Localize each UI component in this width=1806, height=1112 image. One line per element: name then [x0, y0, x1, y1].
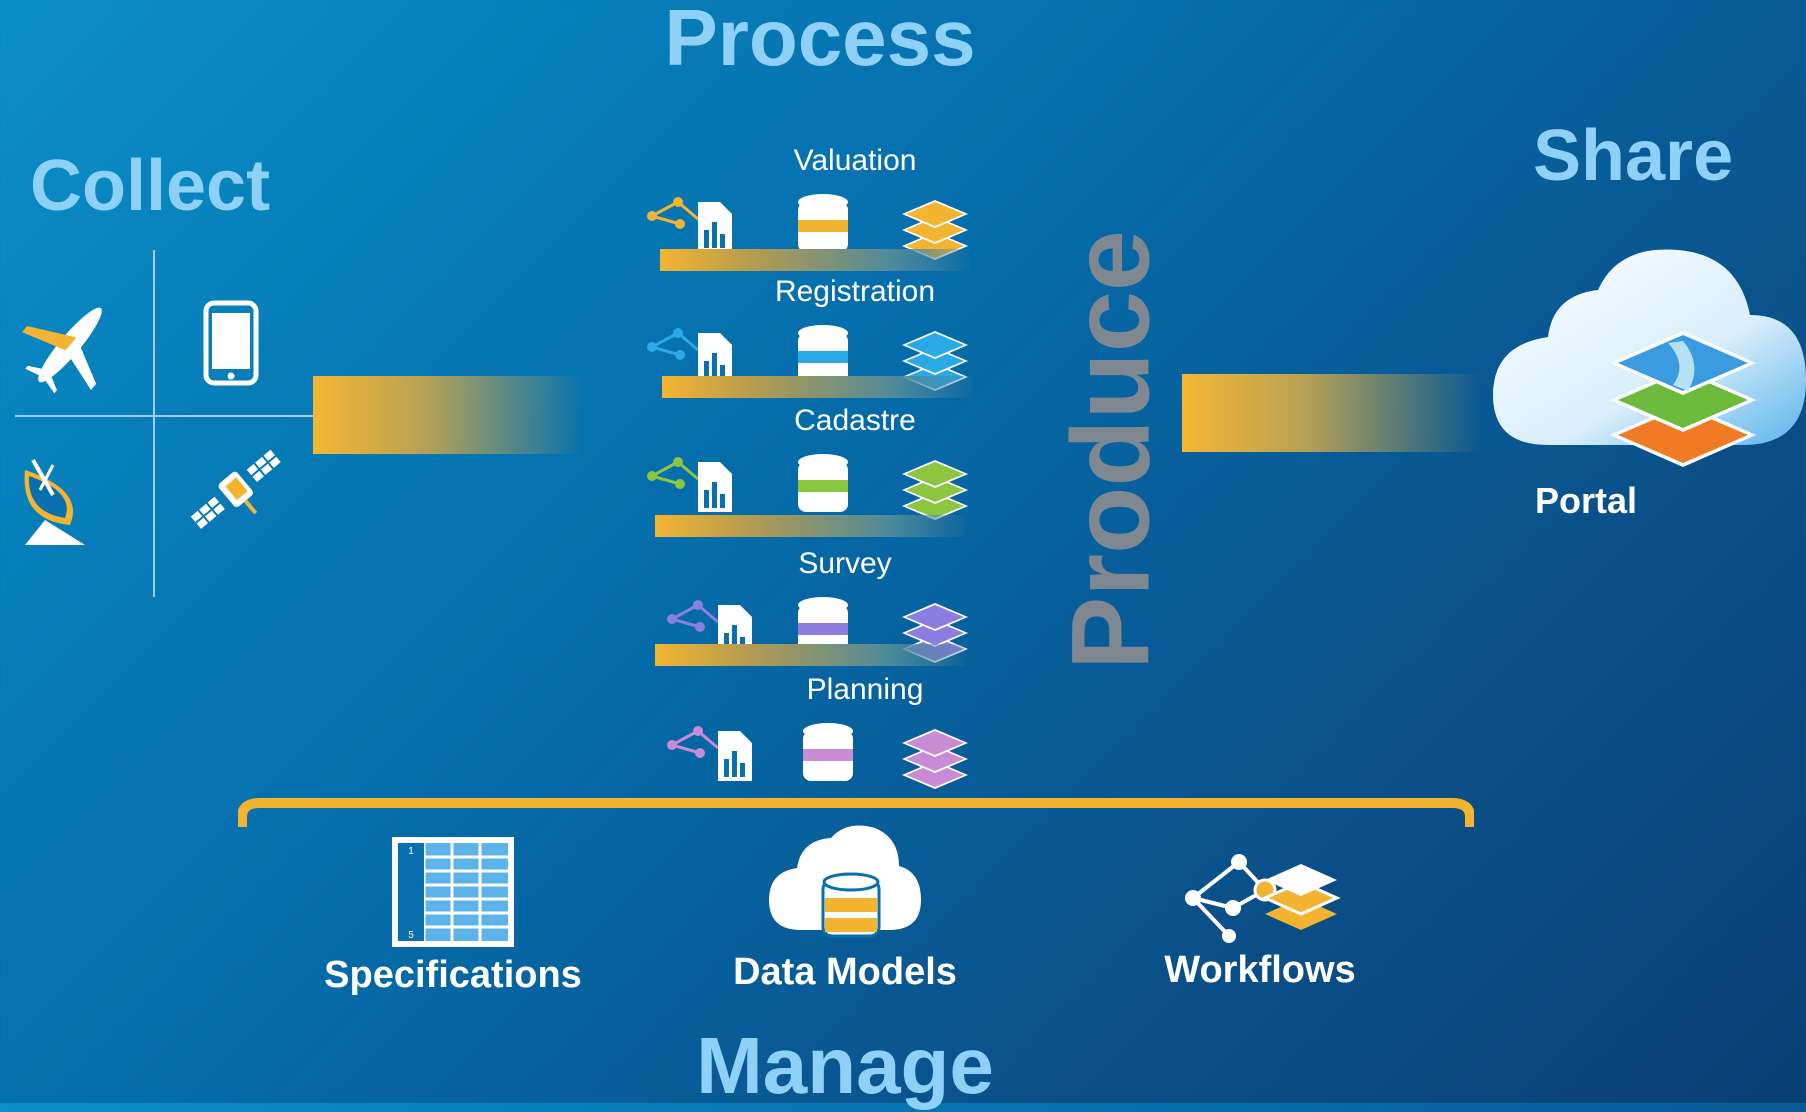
process-row-divider [655, 515, 965, 537]
process-row-divider [655, 644, 965, 666]
grid-divider-horizontal [15, 415, 315, 417]
map-layers-icon [902, 460, 968, 520]
manage-heading: Manage [696, 1021, 994, 1110]
process-row-label: Valuation [793, 144, 917, 177]
database-icon [803, 723, 853, 781]
mobile-phone-icon [203, 300, 259, 386]
process-row-label: Cadastre [794, 404, 916, 437]
manage-item-data-models: Data Models [710, 820, 980, 994]
manage-label: Specifications [324, 954, 582, 996]
valuation-icons [647, 194, 968, 260]
produce-to-share-arrow [1182, 374, 1482, 452]
network-report-icon [647, 457, 732, 512]
grid-divider-vertical [153, 250, 155, 597]
process-row-divider [662, 376, 972, 398]
process-row-divider [660, 249, 970, 271]
share-heading: Share [1533, 116, 1734, 196]
manage-label: Data Models [733, 951, 957, 993]
satellite-dish-icon [24, 459, 85, 545]
cadastre-icons [647, 454, 968, 520]
process-row-valuation: Valuation [640, 144, 980, 266]
process-row-cadastre: Cadastre [640, 404, 980, 526]
process-row-label: Planning [806, 673, 924, 706]
process-heading: Process [664, 0, 976, 82]
map-layers-icon [1610, 331, 1756, 467]
database-icon [798, 325, 848, 383]
process-row-planning: Planning [640, 673, 980, 795]
network-report-icon [647, 328, 732, 383]
svg-text:5: 5 [408, 930, 414, 941]
map-layers-icon [902, 729, 968, 789]
process-row-label: Registration [774, 275, 936, 308]
network-report-icon [647, 197, 732, 252]
airplane-icon [22, 307, 102, 394]
collect-to-process-arrow [313, 376, 585, 454]
manage-item-specifications: 1 5 Specifications [318, 835, 588, 997]
portal-cloud-icon [1493, 249, 1806, 467]
workflow-layers-icon [1185, 854, 1341, 943]
database-icon [798, 194, 848, 252]
collect-sources-grid [15, 250, 315, 600]
manage-label: Workflows [1164, 949, 1356, 991]
manage-item-workflows: Workflows [1125, 850, 1395, 992]
svg-text:1: 1 [408, 846, 414, 857]
produce-label: Produce [1049, 229, 1173, 671]
planning-icons [667, 723, 968, 789]
collect-heading: Collect [30, 146, 271, 226]
database-icon [798, 454, 848, 512]
cloud-database-icon [769, 825, 921, 938]
spreadsheet-icon: 1 5 [392, 837, 514, 947]
portal-label: Portal [1535, 480, 1638, 521]
process-row-label: Survey [798, 547, 892, 580]
network-report-icon [667, 726, 752, 781]
manage-brace [238, 798, 1474, 827]
database-icon [798, 597, 848, 655]
satellite-icon [190, 449, 281, 529]
map-layers-icon [902, 200, 968, 260]
